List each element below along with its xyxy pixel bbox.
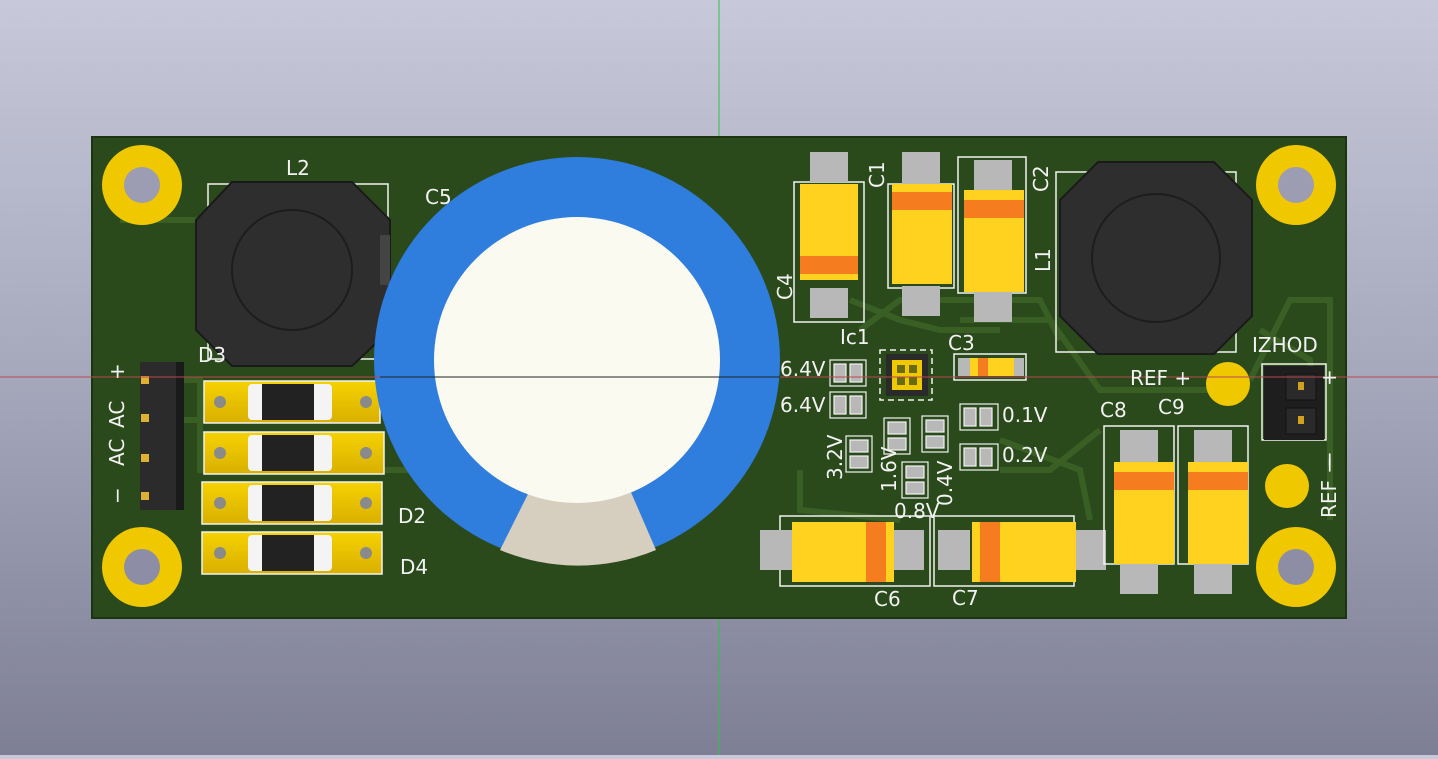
capacitor-c1	[887, 152, 955, 316]
silkscreen-labels: L2 C5 D3 D2 D4 Ic1 C3 C6 C7 C8 C9 IZHOD …	[105, 156, 1341, 611]
label-d4: D4	[400, 555, 428, 579]
label-izhod: IZHOD	[1252, 333, 1318, 357]
ref-minus-pad	[1265, 464, 1309, 508]
label-c6: C6	[874, 587, 901, 611]
label-6v4-a: 6.4V	[780, 357, 826, 381]
label-ref-minus: REF −	[1317, 457, 1341, 518]
label-c5: C5	[425, 185, 452, 209]
label-c1: C1	[865, 161, 889, 188]
capacitor-c2	[957, 156, 1027, 322]
label-conn-minus: −	[105, 487, 129, 504]
label-ic1: Ic1	[840, 325, 870, 349]
label-c3: C3	[948, 331, 975, 355]
label-conn-ac2: AC	[105, 439, 129, 466]
label-0v8: 0.8V	[894, 499, 940, 523]
capacitor-c4	[793, 152, 865, 323]
label-6v4-b: 6.4V	[780, 393, 826, 417]
label-d3: D3	[198, 343, 226, 367]
label-out-minus: −	[1317, 451, 1341, 468]
label-d2: D2	[398, 504, 426, 528]
output-connector-izhod	[1261, 363, 1327, 441]
input-connector	[140, 362, 184, 510]
capacitor-c3	[953, 353, 1027, 381]
diode-array	[201, 380, 385, 575]
label-conn-ac1: AC	[105, 401, 129, 428]
label-l2: L2	[286, 156, 310, 180]
capacitor-c8	[1103, 425, 1175, 594]
label-out-plus: +	[1317, 369, 1341, 386]
label-c7: C7	[952, 586, 979, 610]
label-1v6: 1.6V	[877, 446, 901, 492]
label-0v4: 0.4V	[933, 460, 957, 506]
label-3v2: 3.2V	[823, 434, 847, 480]
capacitor-c9	[1177, 425, 1249, 594]
label-0v2: 0.2V	[1002, 443, 1048, 467]
label-c2: C2	[1029, 165, 1053, 192]
ic-ic1	[879, 349, 933, 401]
electrolytic-capacitor-c5	[374, 157, 780, 566]
inductor-l2	[195, 181, 391, 367]
label-c8: C8	[1100, 398, 1127, 422]
capacitor-c7	[933, 515, 1106, 587]
label-l1: L1	[1031, 248, 1055, 272]
mounting-holes	[102, 145, 1336, 607]
label-ref-plus: REF +	[1130, 366, 1191, 390]
label-0v1: 0.1V	[1002, 403, 1048, 427]
capacitor-c6	[760, 515, 931, 587]
label-c4: C4	[773, 273, 797, 300]
label-conn-plus: +	[105, 363, 129, 380]
inductor-l1	[1055, 161, 1253, 355]
label-c9: C9	[1158, 395, 1185, 419]
ref-plus-pad	[1206, 362, 1250, 406]
